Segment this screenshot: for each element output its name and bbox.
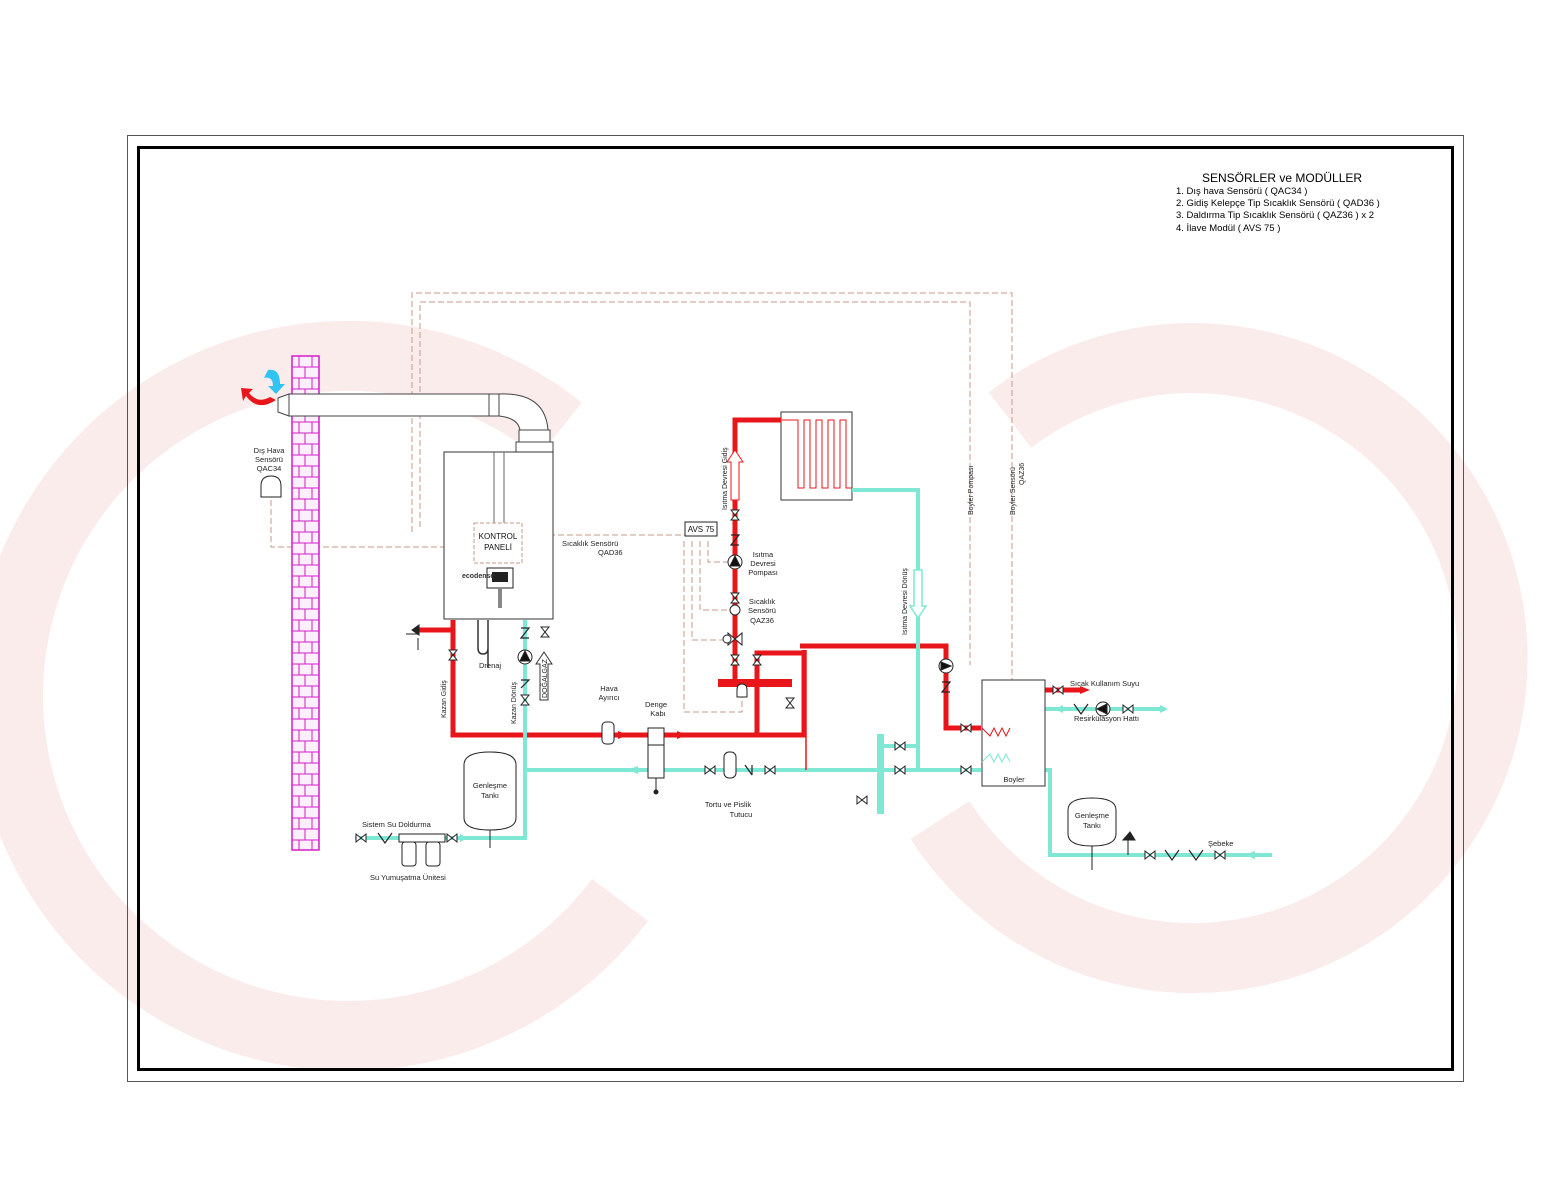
hot-water-label: Sıcak Kullanım Suyu [1070,679,1139,688]
temp-sensor-label: QAZ36 [750,616,774,625]
gas-inlet-arrow-icon [535,651,553,701]
outdoor-sensor-icon [260,475,282,498]
inner-frame [137,146,1454,1071]
outdoor-sensor-label: Sensörü [255,455,283,464]
legend-item: 3. Daldırma Tip Sıcaklık Sensörü ( QAZ36… [1176,210,1374,221]
outdoor-sensor-label: QAC34 [257,464,282,473]
safety-valve-icon [406,624,1136,855]
legend-item: 4. İlave Modül ( AVS 75 ) [1176,223,1280,234]
kazan-donus-label: Kazan Dönüş [511,681,518,724]
separator-label: Kabı [650,709,665,718]
flow-arrow-icon [460,686,1255,859]
temp-sensor-label: Sıcaklık [749,597,776,606]
dirt-separator-label: Tutucu [730,810,753,819]
watermark-logo [0,320,1528,1071]
boyler-tank [981,679,1046,787]
avs75-module [684,521,718,537]
boyler-pump-label: Boyler Pompası [968,466,975,515]
heating-pump-label: Devresi [750,559,776,568]
hot-manifold [718,679,792,687]
cold-pipes [355,488,1272,857]
heating-supply-label: Isıtma Devresi Gidiş [722,447,729,510]
heating-pump-label: Isıtma [753,550,774,559]
control-panel-label: PANELİ [484,543,512,552]
boyler-sensor-label: Boyler Sensörü [1010,467,1017,515]
cold-header [877,734,884,814]
system-fill-label: Sistem Su Doldurma [362,820,432,829]
expansion-tank-label: Tankı [481,791,499,800]
pump-icon [517,554,1111,717]
flue-air-arrow-icon [241,369,285,406]
temp-sensor-label: Sensörü [748,606,776,615]
dirt-separator-label: Tortu ve Pislik [705,800,752,809]
expansion-tank-label: Genleşme [473,781,507,790]
softener-label: Su Yumuşatma Ünitesi [370,873,446,882]
heating-return-label: Isıtma Devresi Dönüş [902,568,909,635]
legend-title: SENSÖRLER ve MODÜLLER [1202,171,1362,185]
heating-supply-arrow-icon [726,449,744,501]
flue-pipe [277,393,554,453]
separator-label: Denge [645,700,667,709]
heating-pump-label: Pompası [748,568,778,577]
drain-trap [477,620,489,668]
legend-item: 2. Gidiş Kelepçe Tip Sıcaklık Sensörü ( … [1176,198,1380,209]
check-valve-icon [377,534,1204,862]
flow-sensor-label: QAD36 [598,548,623,557]
recirculation-label: Resirkülasyon Hattı [1074,714,1139,723]
valve-icon [355,509,1226,861]
expansion-tank-label: Genleşme [1075,811,1109,820]
boyler-sensor-label: QAZ36 [1019,463,1026,485]
legend: SENSÖRLER ve MODÜLLER 1. Dış hava Sensör… [1176,171,1380,234]
kazan-gidis-label: Kazan Gidiş [441,680,448,718]
chimney-wall [291,355,320,851]
dogalgaz-label: DOĞALGAZ [540,658,549,698]
legend-item: 1. Dış hava Sensörü ( QAC34 ) [1176,186,1307,197]
expansion-tank-icon [463,751,1117,870]
air-separator [601,721,615,745]
hydraulic-separator [647,727,665,795]
control-panel-label: KONTROL [479,532,518,541]
drenaj-label: Drenaj [479,661,501,670]
boiler-unit [443,451,554,620]
water-softener [398,833,446,867]
radiator [780,411,853,501]
air-separator-label: Ayırıcı [598,693,619,702]
air-separator-label: Hava [600,684,618,693]
heating-return-arrow-icon [908,569,928,620]
flow-sensor-label: Sıcaklık Sensörü [562,539,618,548]
boiler-brand: ecodense [462,573,494,580]
expansion-tank-label: Tankı [1083,821,1101,830]
sebeke-label: Şebeke [1208,839,1233,848]
outdoor-sensor-label: Dış Hava [254,446,286,455]
three-way-valve-icon [722,631,743,647]
avs75-label: AVS 75 [688,525,715,534]
boyler-label: Boyler [1003,775,1025,784]
dirt-separator [723,751,737,779]
outer-frame [127,135,1464,1082]
